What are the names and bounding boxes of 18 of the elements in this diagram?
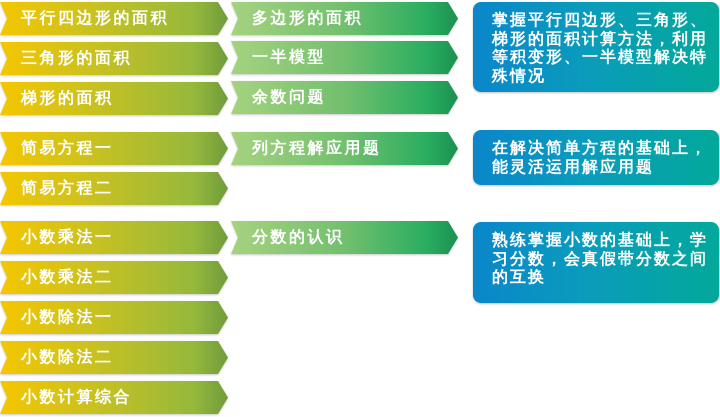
chevron-box: 小数除法二 (0, 341, 228, 374)
chevron-box: 多边形的面积 (231, 2, 458, 35)
chevron-box: 小数除法一 (0, 301, 228, 334)
chevron-box: 小数乘法二 (0, 261, 228, 294)
chevron-box: 列方程解应用题 (231, 132, 458, 165)
chevron-box: 简易方程二 (0, 172, 228, 205)
chevron-box: 一半模型 (231, 41, 458, 74)
info-box: 在解决简单方程的基础上，能灵活运用解应用题 (473, 130, 719, 185)
chevron-box: 三角形的面积 (0, 42, 228, 75)
chevron-box: 梯形的面积 (0, 82, 228, 115)
chevron-box: 分数的认识 (231, 221, 458, 254)
chevron-box: 小数乘法一 (0, 221, 228, 254)
chevron-box: 小数计算综合 (0, 381, 228, 414)
chevron-box: 余数问题 (231, 81, 458, 114)
chevron-box: 平行四边形的面积 (0, 2, 228, 35)
info-box: 熟练掌握小数的基础上，学习分数，会真假带分数之间的互换 (473, 222, 719, 303)
chevron-box: 简易方程一 (0, 132, 228, 165)
info-box: 掌握平行四边形、三角形、梯形的面积计算方法，利用等积变形、一半模型解决特殊情况 (473, 2, 719, 92)
